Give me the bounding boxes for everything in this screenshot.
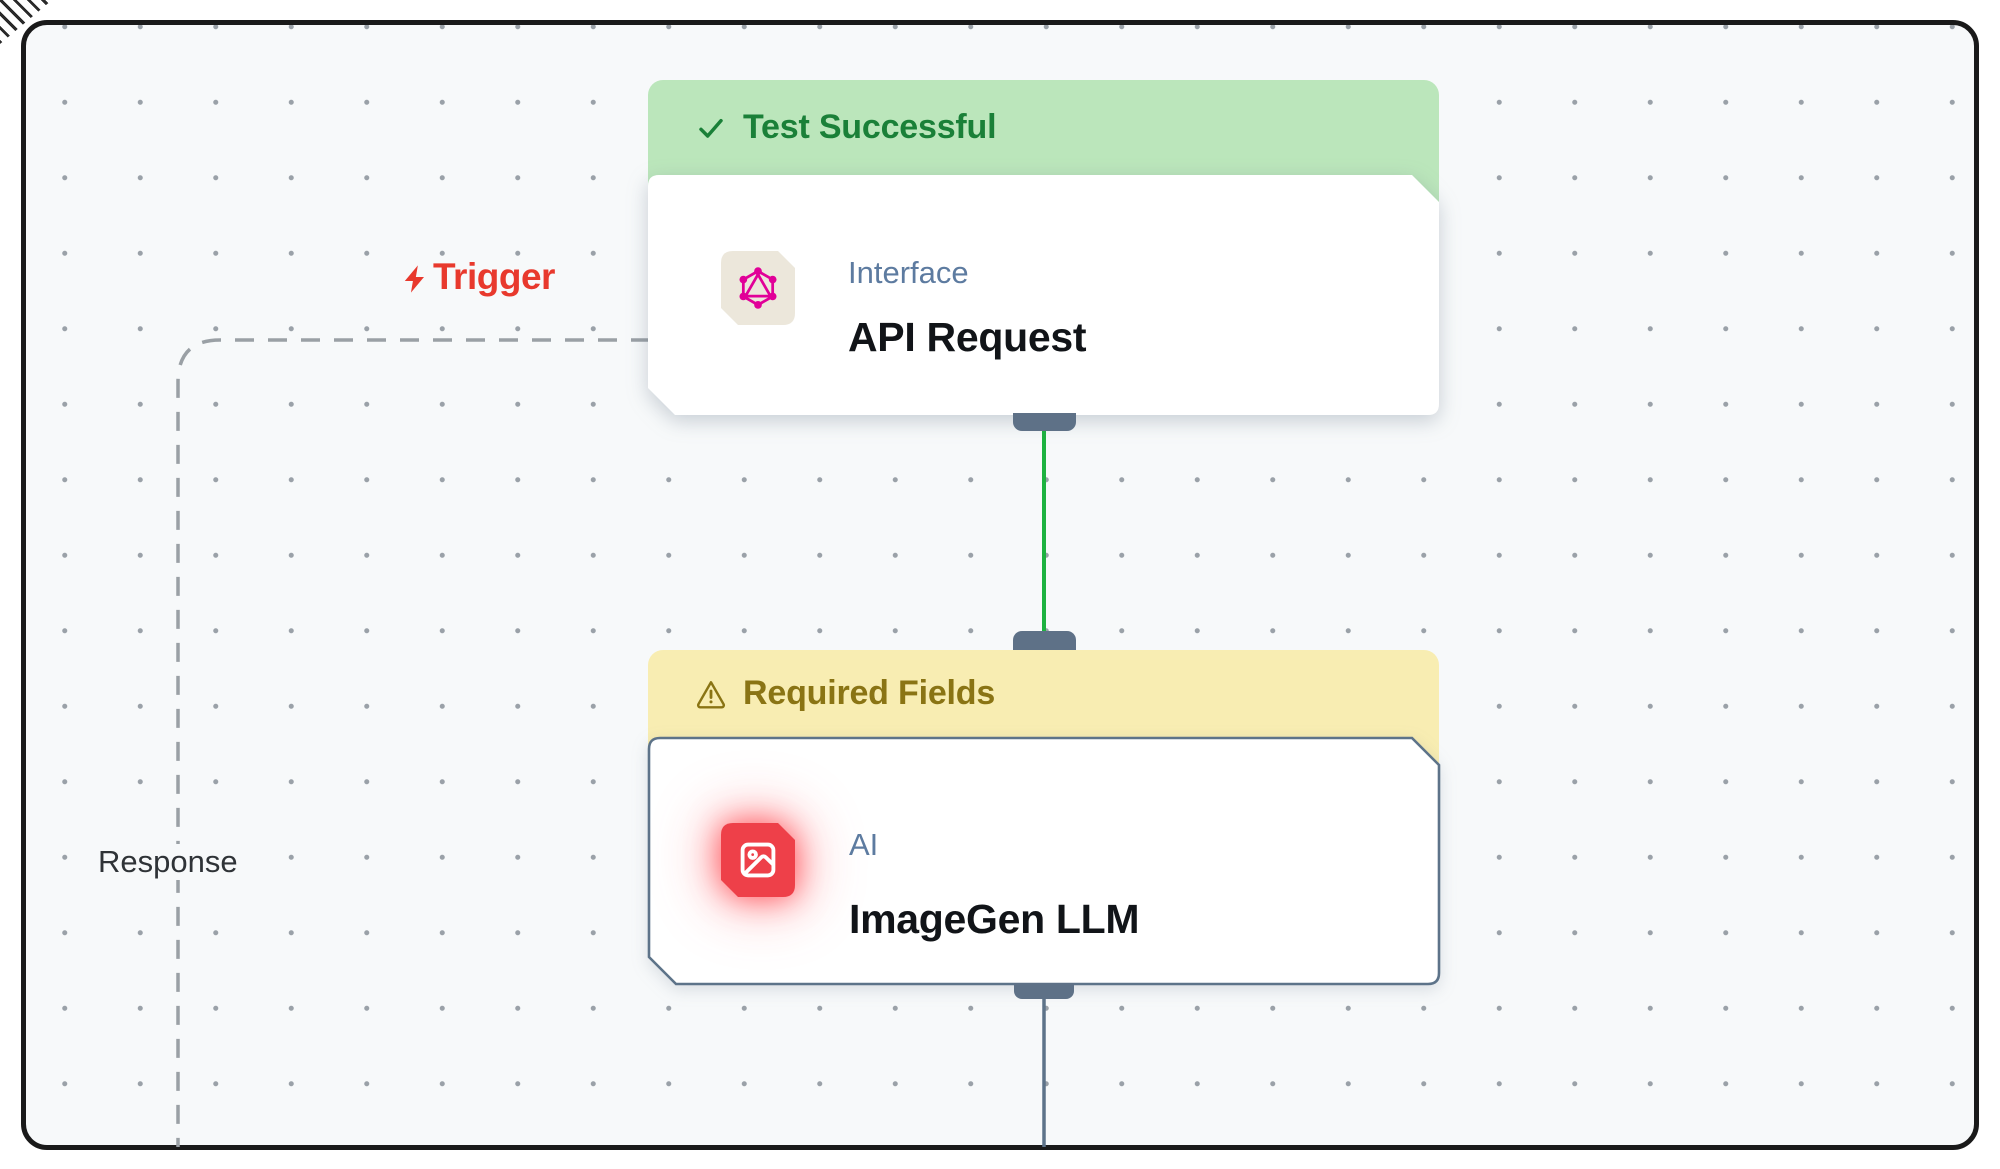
- source-handle-imagegen[interactable]: [1014, 983, 1074, 999]
- trigger-edge-label-text: Trigger: [433, 256, 555, 297]
- node-category: AI: [849, 827, 879, 862]
- trigger-edge-label: Trigger: [390, 256, 565, 298]
- node-title: ImageGen LLM: [849, 896, 1140, 942]
- node-category: Interface: [848, 255, 969, 290]
- target-handle-imagegen[interactable]: [1013, 631, 1076, 650]
- node-imagegen-llm[interactable]: AI ImageGen LLM: [647, 736, 1441, 986]
- response-edge-label: Response: [88, 844, 248, 880]
- image-icon: [721, 823, 795, 897]
- check-icon: [695, 112, 727, 144]
- warning-icon: [695, 678, 727, 710]
- node-api-request[interactable]: Interface API Request: [648, 175, 1439, 415]
- graphql-icon: [721, 251, 795, 325]
- source-handle-api-request[interactable]: [1013, 413, 1076, 431]
- status-banner-text: Required Fields: [743, 674, 996, 712]
- status-banner-text: Test Successful: [743, 108, 997, 146]
- zap-icon: [400, 262, 432, 294]
- node-title: API Request: [848, 314, 1087, 360]
